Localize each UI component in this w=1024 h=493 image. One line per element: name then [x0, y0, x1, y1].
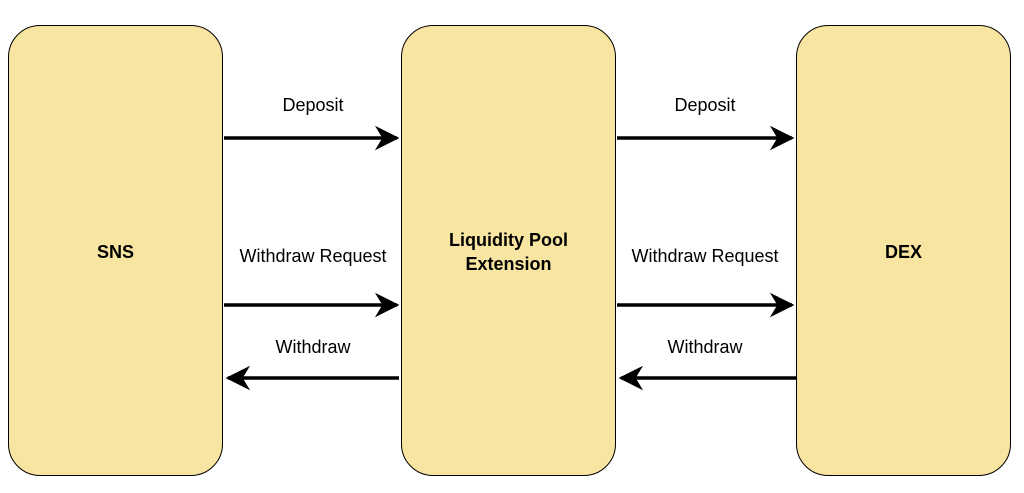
sns-pool-deposit-label: Deposit	[282, 95, 344, 115]
dex-pool-withdraw-label: Withdraw	[667, 337, 743, 357]
pool-sns-withdraw-label: Withdraw	[275, 337, 351, 357]
pool-dex-deposit-label: Deposit	[674, 95, 736, 115]
dex-node-label: DEX	[884, 241, 922, 262]
sns-pool-withdraw-request-label: Withdraw Request	[239, 246, 387, 266]
liquidity-pool-node: Liquidity Pool Extension	[401, 25, 616, 476]
pool-dex-withdraw-request-label: Withdraw Request	[631, 246, 779, 266]
liquidity-pool-node-label: Liquidity Pool Extension	[449, 229, 568, 274]
sns-node: SNS	[8, 25, 223, 476]
dex-node: DEX	[796, 25, 1011, 476]
sns-node-label: SNS	[96, 241, 134, 262]
